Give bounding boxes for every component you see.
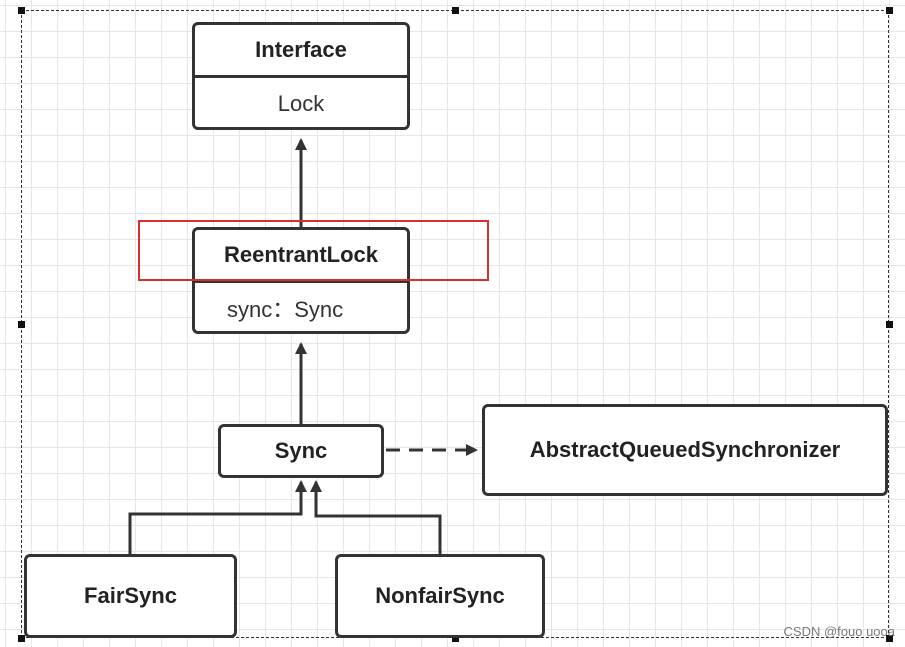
nonfairsync-box[interactable]: NonfairSync xyxy=(335,554,545,638)
arrow-fairsync-to-sync xyxy=(128,480,307,554)
interface-lock-box[interactable]: Interface Lock xyxy=(192,22,410,130)
interface-name: Lock xyxy=(277,91,325,116)
resize-handle-tl[interactable] xyxy=(18,7,25,14)
sync-box[interactable]: Sync xyxy=(218,424,384,478)
aqs-box[interactable]: AbstractQueuedSynchronizer xyxy=(482,404,888,496)
resize-handle-br[interactable] xyxy=(886,635,893,642)
resize-handle-tr[interactable] xyxy=(886,7,893,14)
resize-handle-mr[interactable] xyxy=(886,321,893,328)
resize-handle-tm[interactable] xyxy=(452,7,459,14)
interface-stereotype: Interface xyxy=(195,25,407,78)
resize-handle-bl[interactable] xyxy=(18,635,25,642)
arrow-nonfairsync-to-sync xyxy=(310,480,442,554)
reentrantlock-field: sync：Sync xyxy=(227,297,344,322)
reentrantlock-name: ReentrantLock xyxy=(195,230,407,283)
resize-handle-ml[interactable] xyxy=(18,321,25,328)
watermark: CSDN @fouo uooa xyxy=(783,624,895,639)
highlight-rectangle xyxy=(138,220,489,281)
resize-handle-bm[interactable] xyxy=(452,635,459,642)
fairsync-box[interactable]: FairSync xyxy=(24,554,237,638)
